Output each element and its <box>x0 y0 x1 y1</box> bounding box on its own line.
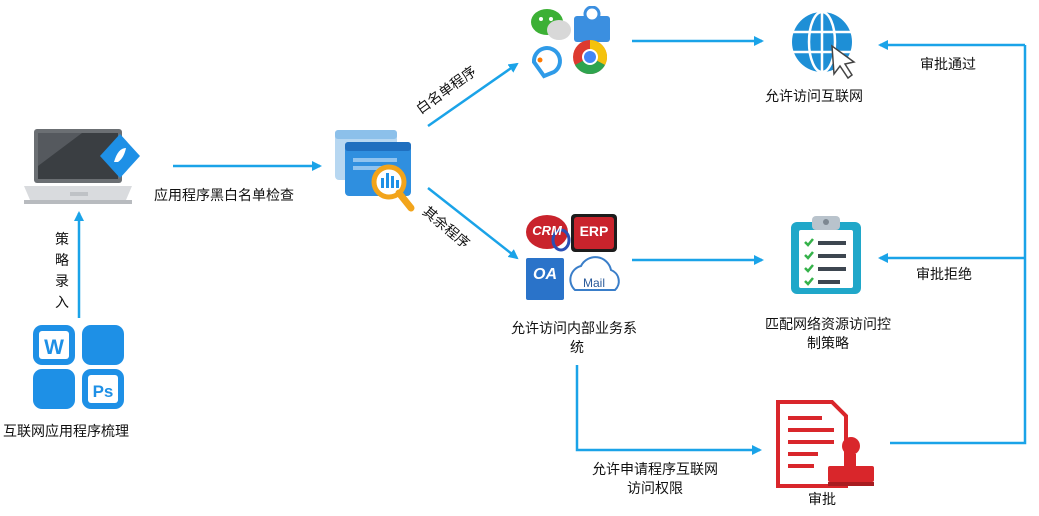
clipboard-checklist-icon <box>791 216 861 294</box>
browser-search-icon <box>335 130 415 212</box>
policy-entry-char: 策 <box>55 232 69 248</box>
bw-check-label: 应用程序黑白名单检查 <box>154 188 294 204</box>
globe-icon <box>792 10 856 80</box>
line-approval-feedback <box>890 45 1027 445</box>
approved-label: 审批通过 <box>920 57 976 73</box>
policy-entry-char: 略 <box>55 253 69 269</box>
mail-logo-text: Mail <box>582 276 605 290</box>
arrow-check-to-whitelist <box>427 62 519 128</box>
laptop-icon <box>24 129 140 204</box>
business-apps-icon: CRM ERP OA Mail <box>525 212 621 304</box>
rejected-label: 审批拒绝 <box>916 267 972 283</box>
apply-permission-line: 允许申请程序互联网 <box>592 462 718 478</box>
arrow-internal-to-approval <box>575 365 762 455</box>
allow-internal-line: 允许访问内部业务系 <box>511 321 637 337</box>
allow-internal-label: 允许访问内部业务系 统 <box>494 320 654 358</box>
match-policy-line: 制策略 <box>807 336 849 352</box>
allow-internal-line: 统 <box>570 340 584 356</box>
approval-label: 审批 <box>808 492 836 508</box>
policy-entry-char: 入 <box>55 295 69 311</box>
match-policy-label: 匹配网络资源访问控 制策略 <box>748 316 908 354</box>
allow-internet-label: 允许访问互联网 <box>765 89 863 105</box>
policy-entry-char: 录 <box>55 274 69 290</box>
photoshop-logo-text: Ps <box>93 382 114 401</box>
internet-apps-icon <box>531 6 610 79</box>
apply-permission-line: 访问权限 <box>627 481 683 497</box>
oa-logo-text: OA <box>533 266 557 283</box>
approval-document-icon <box>776 400 874 488</box>
erp-logo-text: ERP <box>579 223 609 239</box>
apply-permission-label: 允许申请程序互联网 访问权限 <box>575 461 735 499</box>
word-logo-text: W <box>44 336 64 359</box>
app-grid-icon: W Ps <box>33 325 124 409</box>
app-inventory-label: 互联网应用程序梳理 <box>3 424 129 440</box>
crm-logo-text: CRM <box>532 223 562 238</box>
arrow-check-to-other <box>427 187 519 260</box>
match-policy-line: 匹配网络资源访问控 <box>765 317 891 333</box>
policy-entry-label: 策 略 录 入 <box>53 230 71 314</box>
